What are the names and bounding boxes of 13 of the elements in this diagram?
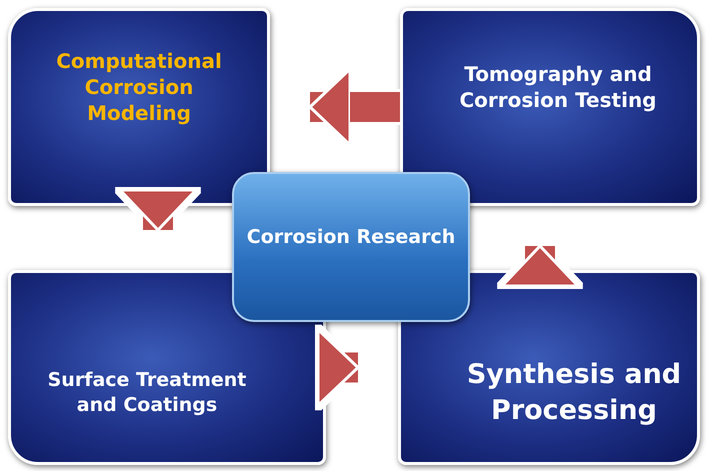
block-arrow <box>316 328 360 407</box>
block-arrow <box>500 244 580 288</box>
topic-box <box>8 270 326 465</box>
box-label: Synthesis and Processing <box>466 358 682 428</box>
center-box <box>232 172 470 322</box>
topic-box <box>400 8 700 206</box>
topic-box <box>398 270 700 465</box>
topic-box <box>8 8 270 206</box>
box-label: Surface Treatment and Coatings <box>46 368 248 418</box>
box-label: Computational Corrosion Modeling <box>55 48 223 126</box>
box-label: Tomography and Corrosion Testing <box>458 61 658 113</box>
box-label: Corrosion Research <box>246 224 456 250</box>
block-arrow <box>118 188 198 232</box>
